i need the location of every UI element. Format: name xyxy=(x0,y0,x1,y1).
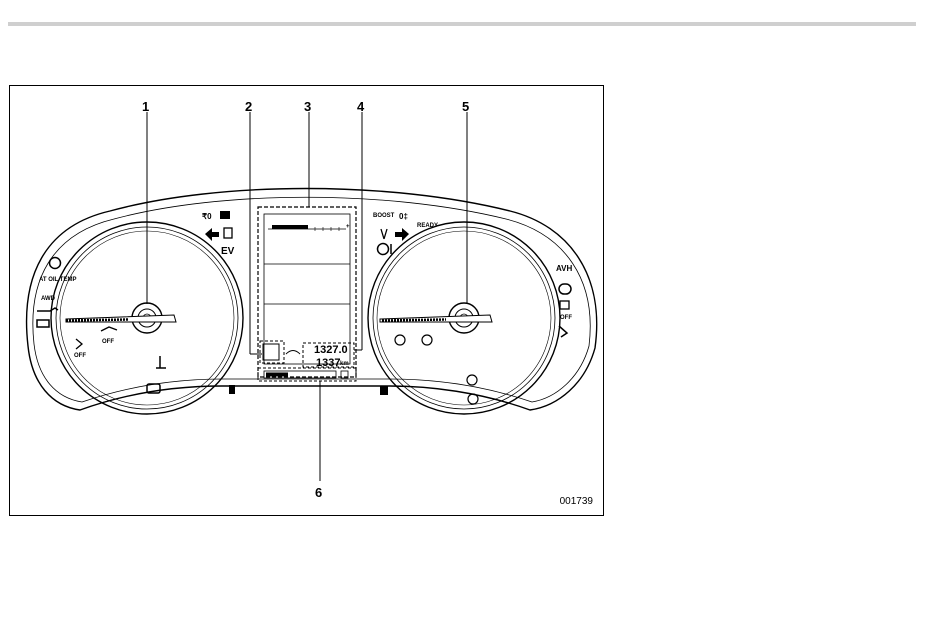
right-indicators: AVH OFF xyxy=(380,264,573,404)
multi-information-display: + 1327.0 1337 km xyxy=(258,207,356,381)
oil-pressure-icon xyxy=(37,308,58,311)
traction-off-icon: OFF xyxy=(74,339,86,359)
callout-3: 3 xyxy=(304,99,311,114)
vehicle-icon xyxy=(286,351,300,355)
lighting-indicators-left: ₹0 EV xyxy=(202,211,235,257)
brake-warning-icon xyxy=(467,375,477,385)
callout-5: 5 xyxy=(462,99,469,114)
abs-icon xyxy=(468,394,478,404)
avh-label: AVH xyxy=(556,264,573,273)
rear-fog-light-icon: 0‡ xyxy=(399,212,408,221)
gauge-bar-top: + xyxy=(268,224,350,231)
left-indicators: AT OIL TEMP AWD OFF OFF xyxy=(37,258,235,395)
tire-pressure-icon xyxy=(50,258,61,269)
turn-left-arrow-icon xyxy=(205,228,219,241)
indicator-square xyxy=(263,344,279,360)
fuel-level-icon xyxy=(229,385,235,394)
boost-label: BOOST xyxy=(373,213,395,219)
odometer-value: 1327.0 xyxy=(314,344,348,356)
instrument-cluster-figure: + 1327.0 1337 km AT OIL TEMP AWD xyxy=(9,85,604,516)
distance-unit: km xyxy=(340,361,349,367)
vsc-off-icon: OFF xyxy=(560,301,572,321)
vehicle-dynamics-icon xyxy=(224,228,232,238)
seatbelt-lane-icon xyxy=(381,229,387,239)
turn-right-arrow-icon xyxy=(395,228,409,241)
callout-2: 2 xyxy=(245,99,252,114)
awd-label: AWD xyxy=(41,296,56,302)
door-ajar-icon xyxy=(380,386,388,395)
headlight-high-icon xyxy=(220,211,230,219)
coolant-temp-icon xyxy=(156,356,166,368)
svg-text:+: + xyxy=(346,224,350,230)
brake-hold-icon xyxy=(422,335,432,345)
header-rule xyxy=(8,22,916,26)
callout-leaders xyxy=(147,112,467,481)
callout-6: 6 xyxy=(315,485,322,500)
auto-vehicle-hold-icon xyxy=(559,284,571,294)
at-oil-temp-label: AT OIL TEMP xyxy=(39,277,76,283)
ev-label: EV xyxy=(221,246,235,257)
airbag-icon xyxy=(559,326,567,337)
svg-text:OFF: OFF xyxy=(74,353,86,359)
callout-4: 4 xyxy=(357,99,365,114)
callout-1: 1 xyxy=(142,99,149,114)
figure-id: 001739 xyxy=(560,496,593,507)
front-fog-light-icon: ₹0 xyxy=(202,212,212,221)
hill-descent-off-icon: OFF xyxy=(101,327,117,345)
battery-icon xyxy=(37,320,49,327)
steering-warning-icon xyxy=(378,244,389,255)
parking-brake-icon xyxy=(395,335,405,345)
svg-text:OFF: OFF xyxy=(560,315,572,321)
cluster-drawing: + 1327.0 1337 km AT OIL TEMP AWD xyxy=(10,86,605,517)
svg-text:OFF: OFF xyxy=(102,339,114,345)
ready-label: READY xyxy=(417,223,438,229)
